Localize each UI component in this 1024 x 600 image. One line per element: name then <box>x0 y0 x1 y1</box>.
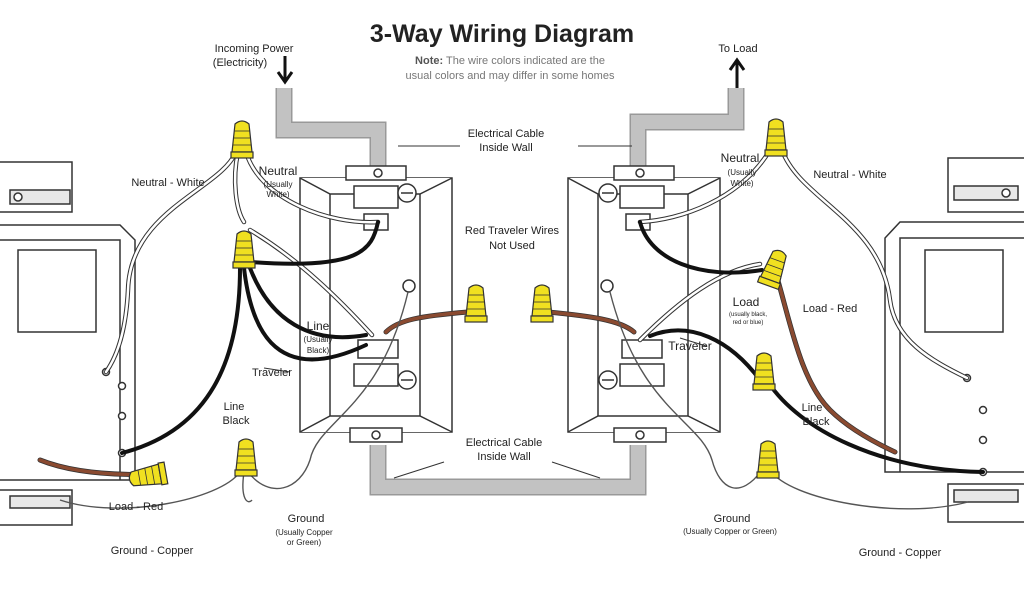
note-prefix: Note: <box>415 55 443 67</box>
label-left-load-red: Load - Red <box>109 501 163 513</box>
label-cable-bottom-1: Electrical Cable <box>466 437 542 449</box>
note-line-1: Note: The wire colors indicated are the <box>415 55 605 67</box>
label-right-load: Load <box>733 295 760 309</box>
right-fixture-housing <box>884 157 1024 523</box>
label-right-neutral-white: Neutral - White <box>813 169 886 181</box>
label-right-ground: Ground <box>714 513 751 525</box>
label-cable-bottom-2: Inside Wall <box>477 451 530 463</box>
label-red-traveler-1: Red Traveler Wires <box>465 225 560 237</box>
label-left-line-note-1: (Usually <box>304 335 333 344</box>
label-electricity: (Electricity) <box>213 57 267 69</box>
left-fixture-housing <box>0 161 136 526</box>
label-left-neutral-white: Neutral - White <box>131 177 204 189</box>
wire-nut-right-ground <box>756 440 780 479</box>
label-left-ground-copper: Ground - Copper <box>111 545 194 557</box>
diagram-title: 3-Way Wiring Diagram <box>370 20 634 48</box>
right-ground-wires <box>609 291 969 510</box>
leader-lines <box>263 145 707 479</box>
label-right-neutral: Neutral <box>721 151 760 165</box>
label-left-neutral-note-2: White) <box>266 190 289 199</box>
wire-nut-left-ground <box>234 438 258 477</box>
right-white-wires <box>637 147 970 381</box>
right-black-wires <box>638 220 985 474</box>
label-left-ground: Ground <box>288 513 325 525</box>
to-load-arrow-icon <box>728 57 746 88</box>
label-right-line-black-1: Line <box>802 402 823 414</box>
label-left-line-black-2: Black <box>223 415 250 427</box>
label-right-neutral-note-2: White) <box>730 179 753 188</box>
wire-nut-right-traveler <box>530 284 554 323</box>
label-cable-top-1: Electrical Cable <box>468 128 544 140</box>
conduit-bottom <box>369 445 647 496</box>
wire-nut-right-neutral <box>764 118 788 157</box>
label-cable-top-2: Inside Wall <box>479 142 532 154</box>
label-right-ground-copper: Ground - Copper <box>859 547 942 559</box>
conduit-top-right <box>629 88 745 166</box>
label-left-line-black-1: Line <box>224 401 245 413</box>
label-incoming-power: Incoming Power <box>215 43 294 55</box>
incoming-power-arrow-icon <box>276 56 294 85</box>
label-left-neutral-note-1: (Usually <box>264 180 293 189</box>
label-left-neutral: Neutral <box>259 164 298 178</box>
wire-nut-left-line <box>232 230 256 269</box>
label-left-line-note-2: Black) <box>307 346 330 355</box>
label-right-load-red: Load - Red <box>803 303 857 315</box>
label-right-load-note-1: (usually black, <box>729 312 767 318</box>
label-right-line-black-2: Black <box>803 416 830 428</box>
left-ground-wires <box>59 291 409 509</box>
label-to-load: To Load <box>718 43 757 55</box>
label-red-traveler-2: Not Used <box>489 240 535 252</box>
label-right-ground-note: (Usually Copper or Green) <box>683 527 777 536</box>
label-left-ground-note-1: (Usually Copper <box>275 528 333 537</box>
label-left-line: Line <box>307 319 330 333</box>
note-line-2: usual colors and may differ in some home… <box>406 70 615 82</box>
label-right-traveler: Traveler <box>668 339 712 353</box>
left-switch-box <box>299 165 453 443</box>
note-text-1: The wire colors indicated are the <box>443 55 605 67</box>
wire-nut-left-neutral <box>230 120 254 159</box>
left-white-wires <box>103 149 381 375</box>
wire-nut-left-traveler <box>464 284 488 323</box>
label-right-load-note-2: red or blue) <box>733 320 764 326</box>
conduit-top-left <box>275 88 387 166</box>
label-right-neutral-note-1: (Usually <box>728 168 757 177</box>
label-left-ground-note-2: or Green) <box>287 538 322 547</box>
right-red-wires <box>545 271 898 455</box>
left-black-wires <box>120 220 380 455</box>
label-left-traveler: Traveler <box>252 367 292 379</box>
wire-nut-right-line <box>752 352 776 391</box>
